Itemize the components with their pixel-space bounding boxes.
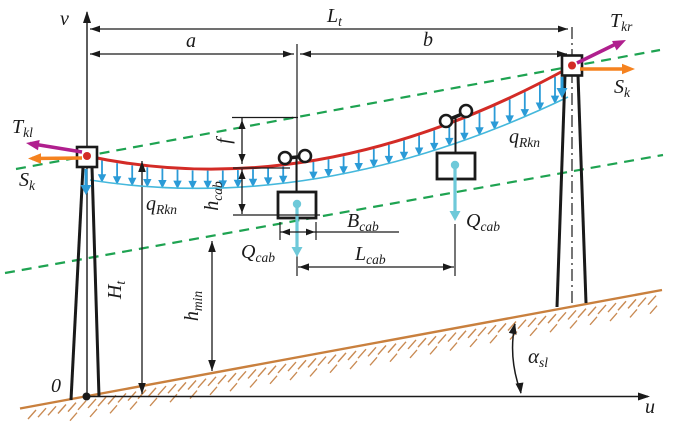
left-tower-leg [90, 166, 101, 398]
left-trolley-wheel-icon [277, 150, 293, 166]
rope-load-right-label: qRkn [509, 126, 540, 150]
cabin-clearance-label: hcab [201, 181, 225, 211]
span-total-label: Lt [326, 5, 343, 29]
clearance-line [4, 153, 664, 275]
v-axis-label: v [60, 8, 69, 30]
cabin-width-label: Bcab [347, 210, 379, 234]
tension-right-label: Tkr [610, 10, 633, 34]
u-axis-label: u [645, 396, 655, 418]
sag-label: f [213, 136, 235, 144]
right-tower-leg [555, 74, 567, 308]
tension-left-label: Tkl [12, 116, 33, 140]
cabin-spacing-label: Lcab [354, 243, 386, 267]
origin-dot [82, 392, 91, 401]
slope-angle-label: αsl [528, 344, 548, 370]
load-envelope-curve [89, 96, 569, 190]
left-cabin-cg-dot [292, 199, 302, 209]
cabin-load-left-label: Qcab [241, 241, 275, 265]
min-clearance-label: hmin [181, 291, 205, 322]
carrying-cable [86, 64, 573, 171]
left-anchor-point [83, 152, 91, 160]
cabin-load-right-label: Qcab [466, 210, 500, 234]
origin-label: 0 [51, 375, 61, 397]
tower-height-label: Ht [104, 280, 128, 300]
left-tower-leg [69, 166, 85, 401]
tension-right-arrow [576, 40, 621, 65]
right-trolley-wheel-icon [438, 113, 454, 129]
distributed-load-arrows [97, 76, 560, 190]
right-anchor-point [568, 61, 576, 70]
rope-load-left-label: qRkn [146, 193, 177, 217]
chord-line [15, 48, 661, 171]
right-trolley-wheel-icon [458, 103, 474, 119]
left-trolley-wheel-icon [297, 148, 313, 164]
span-a-label: a [186, 30, 196, 52]
arrowheads [26, 11, 650, 401]
chord-force-right-label: Sk [614, 76, 631, 100]
chord-force-left-label: Sk [19, 169, 36, 193]
right-cabin-cg-dot [450, 160, 460, 170]
ground-slope-line [19, 288, 663, 410]
right-tower-leg [576, 74, 588, 304]
span-b-label: b [423, 29, 433, 51]
